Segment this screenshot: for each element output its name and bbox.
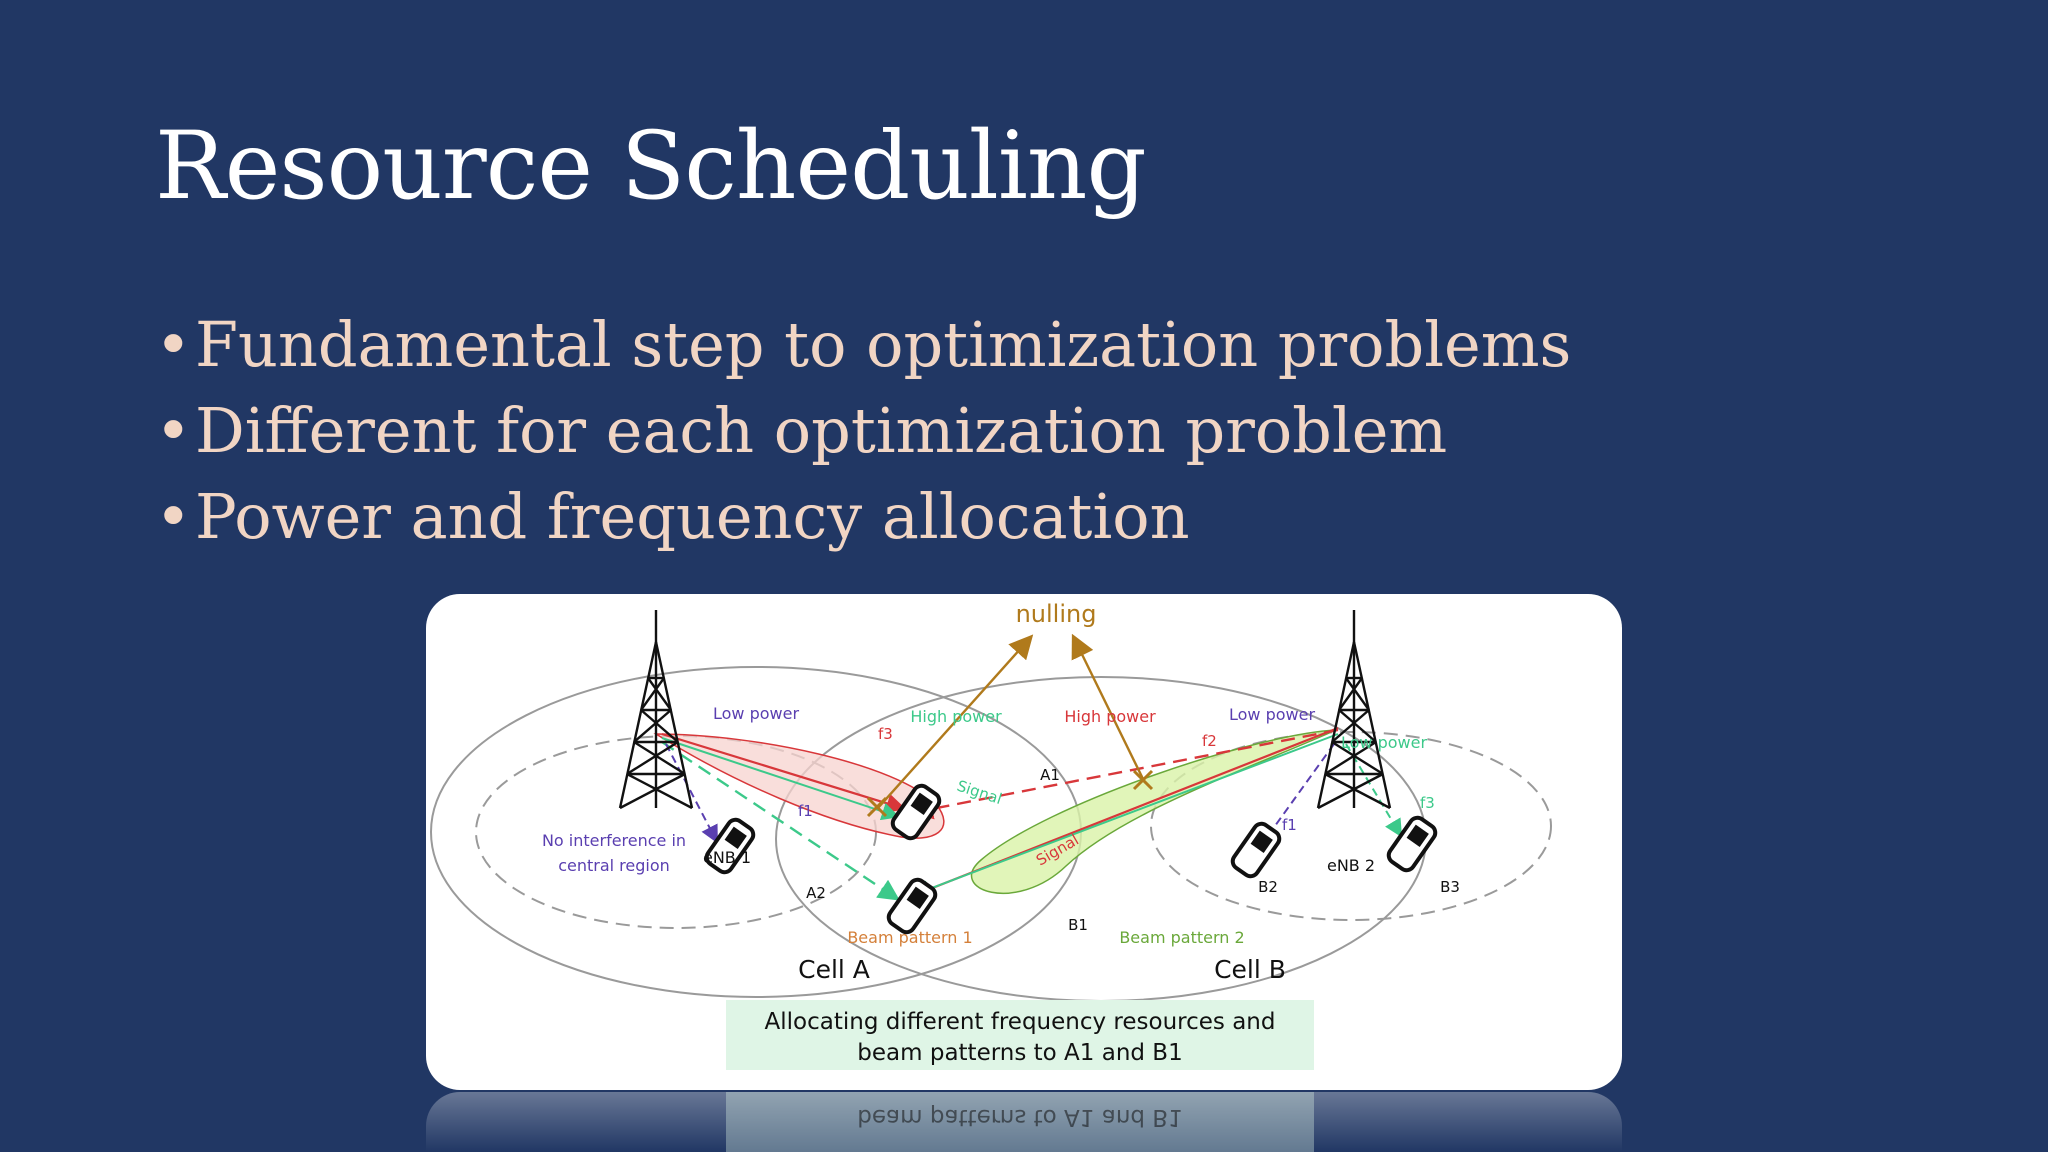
signal-enb1-a1 (661, 732, 907, 813)
null-point-b (1132, 769, 1154, 791)
no-interference-label: No interference in (542, 831, 686, 850)
low-power-label-b3: Low power (1341, 733, 1427, 752)
bullet-dot: • (155, 394, 192, 467)
a2-label: A2 (806, 884, 826, 902)
beamforming-diagram: nulling Low power High power High power … (430, 600, 1552, 1070)
beam-pattern-2 (970, 729, 1337, 894)
cell-b-label: Cell B (1214, 955, 1286, 984)
beam-pattern-1-label: Beam pattern 1 (847, 928, 972, 947)
signal-enb1-green (661, 737, 900, 821)
high-power-label-a: High power (910, 707, 1002, 726)
caption-line-2: beam patterns to A1 and B1 (857, 1040, 1182, 1066)
bullet-text: Fundamental step to optimization problem… (195, 308, 1572, 381)
signal-enb2-b2 (1259, 743, 1335, 848)
f3-label-a: f3 (878, 725, 893, 743)
interference-enb1-b1 (661, 741, 900, 901)
bullet-dot: • (155, 308, 192, 381)
nulling-arrow-left (877, 634, 1034, 809)
slide-title: Resource Scheduling (155, 112, 1147, 221)
tower-enb1-icon (618, 610, 694, 810)
enb1-label: eNB 1 (703, 848, 751, 867)
phone-b2-icon (1230, 821, 1282, 879)
f3-label-b: f3 (1420, 794, 1435, 812)
high-power-label-b: High power (1064, 707, 1156, 726)
bullet-item: •Fundamental step to optimization proble… (155, 302, 1571, 388)
interference-enb2-a1 (911, 728, 1339, 820)
cell-a-label: Cell A (798, 955, 870, 984)
cell-b-inner-region (1150, 731, 1552, 921)
signal-enb1-a2 (665, 743, 718, 844)
f1-label-a: f1 (798, 802, 813, 820)
beam-pattern-2-label: Beam pattern 2 (1119, 928, 1244, 947)
phone-b3-icon (1386, 815, 1438, 873)
bullet-list: •Fundamental step to optimization proble… (155, 302, 1571, 560)
low-power-label-a: Low power (713, 704, 799, 723)
phone-a2-icon (704, 817, 756, 875)
bullet-item: •Different for each optimization problem (155, 388, 1571, 474)
phone-a1-icon (890, 783, 942, 841)
bullet-item: •Power and frequency allocation (155, 474, 1571, 560)
nulling-arrow-right (1071, 633, 1146, 782)
f2-label-b: f2 (1202, 732, 1217, 750)
b1-label: B1 (1068, 916, 1088, 934)
b3-label: B3 (1440, 878, 1460, 896)
bullet-text: Power and frequency allocation (195, 480, 1190, 553)
caption-line-1: Allocating different frequency resources… (765, 1009, 1276, 1035)
reflection-graphic: beam patterns to A1 and B1 (726, 1092, 1314, 1152)
signal-enb2-green (912, 733, 1339, 898)
enb2-label: eNB 2 (1327, 856, 1375, 875)
nulling-label: nulling (1016, 600, 1097, 628)
f1-label-b: f1 (1282, 816, 1297, 834)
low-power-label-b: Low power (1229, 705, 1315, 724)
tower-enb2-icon (1316, 610, 1392, 810)
reflected-caption: beam patterns to A1 and B1 (857, 1104, 1182, 1130)
figure-reflection: beam patterns to A1 and B1 (426, 1092, 1622, 1152)
phone-b1-icon (886, 877, 938, 935)
central-region-label: central region (558, 856, 670, 875)
b2-label: B2 (1258, 878, 1278, 896)
caption-box (726, 1000, 1314, 1070)
bullet-text: Different for each optimization problem (195, 394, 1448, 467)
a1-label: A1 (1040, 766, 1060, 784)
bullet-dot: • (155, 480, 192, 553)
null-point-a (866, 796, 888, 818)
diagram-figure: nulling Low power High power High power … (426, 594, 1622, 1090)
